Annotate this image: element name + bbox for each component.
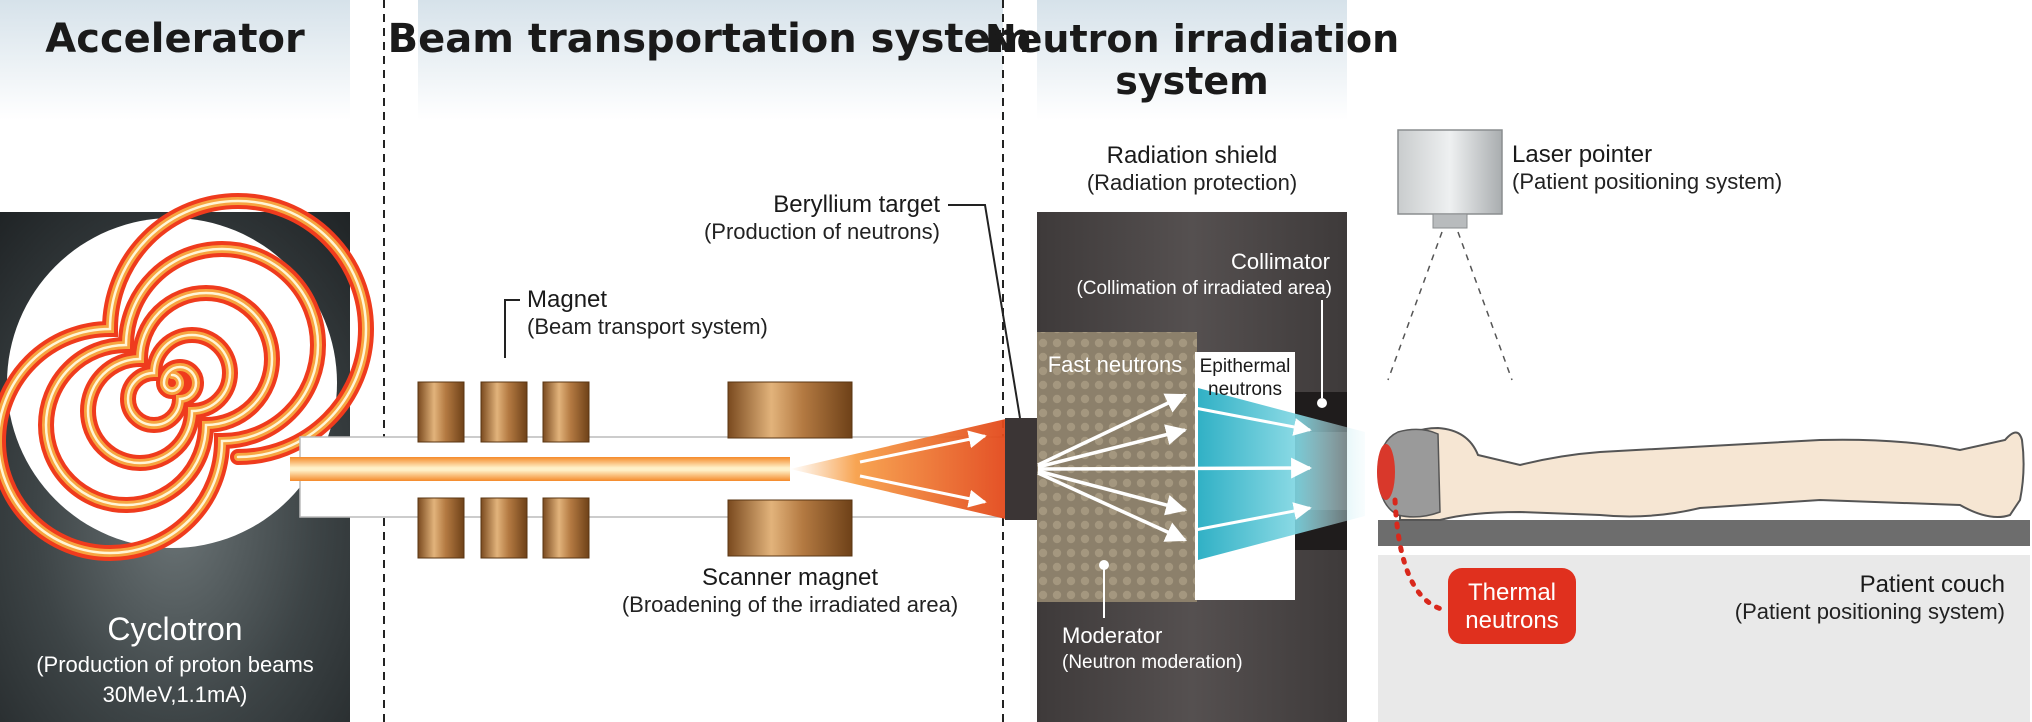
- section-title-beam-transport: Beam transportation system: [388, 16, 1033, 62]
- patient-couch-title: Patient couch: [1860, 571, 2005, 598]
- fast-neutrons-label: Fast neutrons: [1048, 352, 1183, 377]
- header-band-accelerator: [0, 0, 350, 120]
- beryllium-subtitle: (Production of neutrons): [704, 219, 940, 244]
- epithermal-beam: [1198, 388, 1365, 560]
- scanner-magnet-subtitle: (Broadening of the irradiated area): [622, 592, 958, 617]
- laser-pointer-subtitle: (Patient positioning system): [1512, 169, 1782, 194]
- laser-pointer-title: Laser pointer: [1512, 141, 1652, 168]
- magnet-title: Magnet: [527, 286, 607, 313]
- thermal-neutrons-badge: [1448, 568, 1576, 644]
- transport-magnet-1-top: [417, 381, 465, 443]
- moderator-marker: [1099, 560, 1109, 570]
- patient-couch-subtitle: (Patient positioning system): [1735, 599, 2005, 624]
- moderator-title: Moderator: [1062, 623, 1162, 648]
- transport-magnet-1-bottom: [417, 497, 465, 559]
- beam-arrow-1: [859, 430, 987, 464]
- scanner-magnet-top: [727, 381, 853, 439]
- beam-arrow-2: [859, 474, 987, 508]
- transport-magnet-2-bottom: [480, 497, 528, 559]
- beryllium-title: Beryllium target: [773, 191, 940, 218]
- beryllium-target-icon: [1005, 418, 1037, 520]
- transport-magnet-3-bottom: [542, 497, 590, 559]
- laser-pointer-icon: [1387, 129, 1513, 381]
- transport-magnet-3-top: [542, 381, 590, 443]
- section-title-neutron-irradiation-2: system: [1115, 59, 1269, 103]
- cyclotron-spiral-icon: [0, 193, 374, 561]
- magnet-bracket: [504, 299, 520, 358]
- cyclotron-title: Cyclotron: [107, 611, 242, 647]
- fast-neutron-arrows: [1037, 393, 1313, 542]
- patient-figure-icon: [1377, 426, 2025, 521]
- cyclotron-subtitle-2: 30MeV,1.1mA): [103, 682, 248, 707]
- collimator-title: Collimator: [1231, 249, 1330, 274]
- moderator-subtitle: (Neutron moderation): [1062, 652, 1243, 673]
- header-band-beam-transport: [418, 0, 1003, 120]
- epithermal-label-1: Epithermal: [1200, 356, 1291, 377]
- scanner-magnet-bottom: [727, 499, 853, 557]
- patient-couch-top: [1378, 520, 2030, 546]
- scanner-magnet-title: Scanner magnet: [702, 564, 878, 591]
- magnet-subtitle: (Beam transport system): [527, 314, 768, 339]
- section-title-accelerator: Accelerator: [45, 16, 305, 62]
- epithermal-label-2: neutrons: [1208, 379, 1282, 400]
- beryllium-leader: [948, 204, 1021, 419]
- cyclotron-subtitle-1: (Production of proton beams: [36, 652, 314, 677]
- section-title-neutron-irradiation-1: Neutron irradiation: [985, 17, 1399, 61]
- transport-magnet-2-top: [480, 381, 528, 443]
- proton-beam: [290, 457, 790, 481]
- thermal-neutrons-label-1: Thermal: [1468, 579, 1556, 606]
- collimator-subtitle: (Collimation of irradiated area): [1076, 278, 1332, 299]
- radiation-shield-subtitle: (Radiation protection): [1087, 170, 1297, 195]
- radiation-shield-title: Radiation shield: [1107, 142, 1278, 169]
- collimator-marker: [1317, 398, 1327, 408]
- thermal-neutron-dots: [1392, 497, 1448, 613]
- header-band-neutron-irradiation: [1037, 0, 1347, 120]
- thermal-neutrons-label-2: neutrons: [1465, 607, 1558, 634]
